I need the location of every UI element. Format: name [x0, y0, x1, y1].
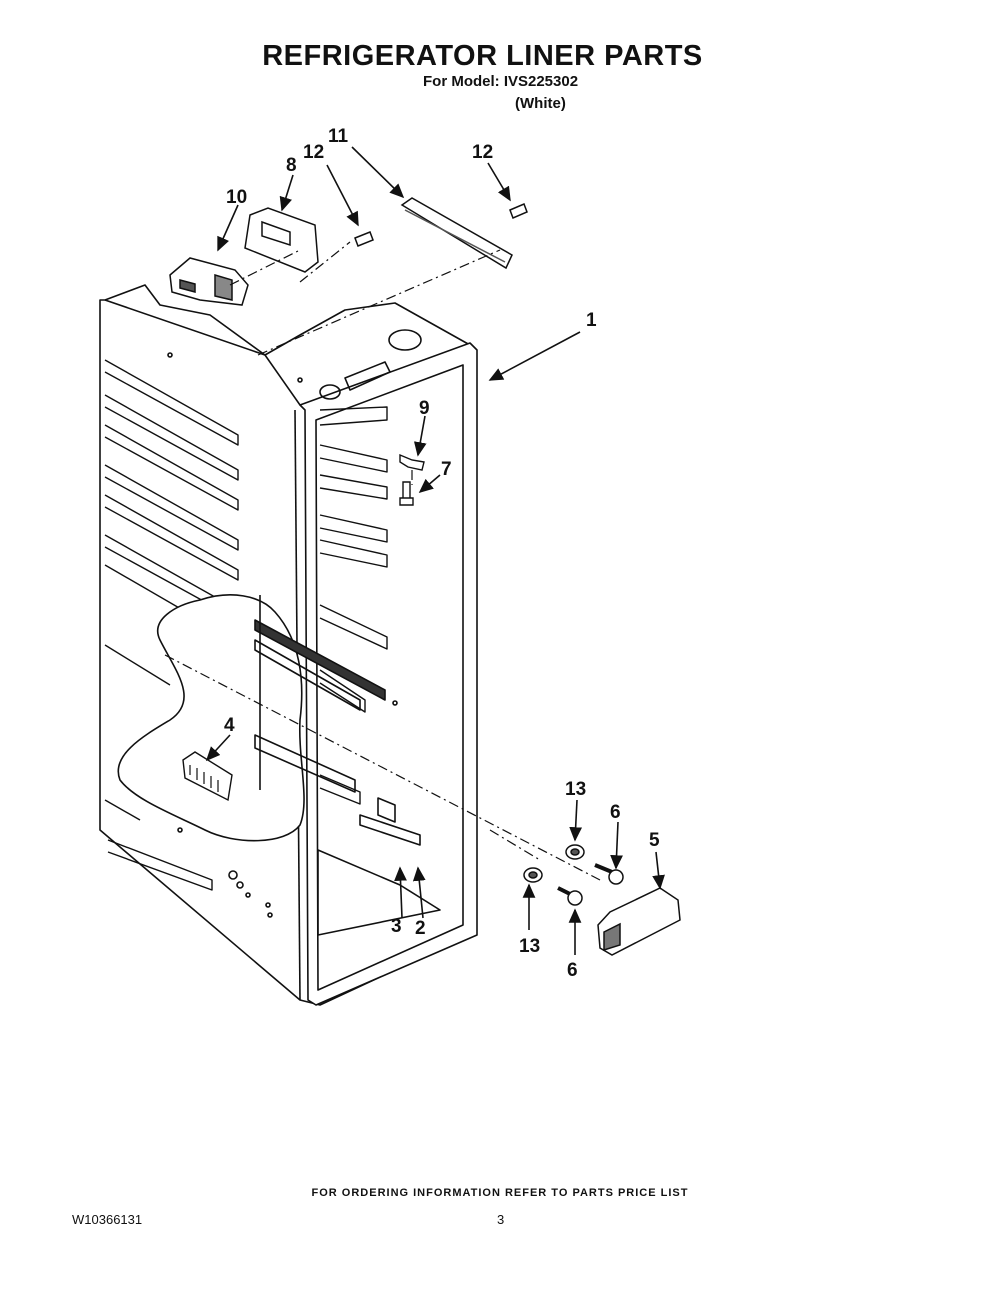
callout-4: 4 [224, 715, 235, 736]
screw-part-6a [594, 863, 624, 885]
callout-8: 8 [286, 155, 297, 176]
leader-arrows [205, 146, 665, 955]
document-number: W10366131 [72, 1212, 143, 1227]
control-housing-part-10 [169, 257, 249, 306]
callout-6-lower: 6 [567, 960, 578, 981]
callout-12-left: 12 [303, 142, 324, 163]
handle-part-5 [597, 887, 681, 956]
variant-label: (White) [515, 95, 566, 112]
callout-7: 7 [441, 459, 452, 480]
screw-part-12b [509, 203, 528, 219]
callout-12-right: 12 [472, 142, 493, 163]
callout-13-upper: 13 [565, 779, 586, 800]
callout-13-lower: 13 [519, 936, 540, 957]
callout-6-upper: 6 [610, 802, 621, 823]
callout-11: 11 [328, 126, 349, 147]
screw-part-7 [399, 481, 414, 506]
model-line: For Model: IVS225302 [423, 73, 579, 90]
page-number: 3 [497, 1212, 505, 1227]
callout-9: 9 [419, 398, 430, 419]
screw-part-12a [354, 231, 374, 247]
callout-5: 5 [649, 830, 660, 851]
page-title: REFRIGERATOR LINER PARTS [262, 40, 703, 72]
bushing-part-13b [523, 867, 543, 883]
callout-1: 1 [586, 310, 597, 331]
callout-2: 2 [415, 918, 426, 939]
clip-part-9 [399, 453, 425, 471]
ordering-note: FOR ORDERING INFORMATION REFER TO PARTS … [311, 1187, 689, 1199]
screw-part-6b [557, 886, 583, 906]
bushing-part-13a [565, 844, 585, 860]
refrigerator-liner [99, 284, 478, 1006]
rail-part-11 [400, 197, 513, 270]
assembly-lines [164, 241, 601, 881]
callout-10: 10 [226, 187, 247, 208]
callout-3: 3 [391, 916, 402, 937]
vent-part-4 [182, 751, 233, 802]
callout-numbers: 1 2 3 4 5 6 6 7 8 9 10 11 12 12 13 13 [224, 126, 660, 981]
bracket-part-8 [244, 207, 319, 273]
